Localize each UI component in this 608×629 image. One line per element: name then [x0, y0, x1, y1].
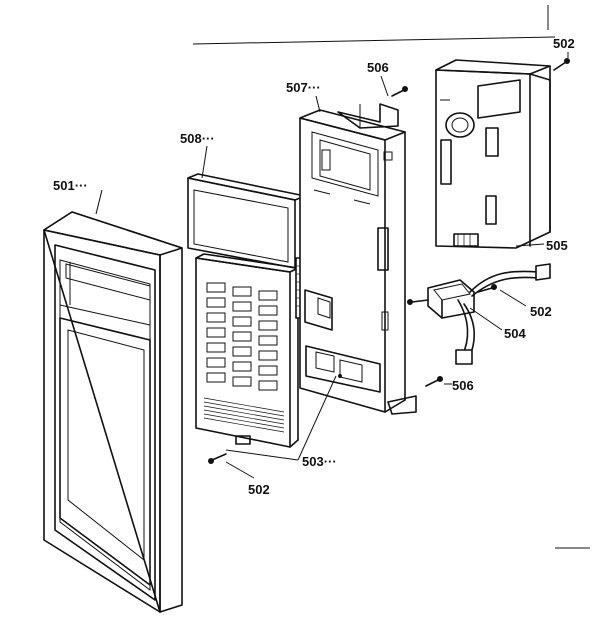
label-503: 503··· — [302, 454, 337, 469]
part-labels: 501··· 502 502 502 503··· 504 505 506 50… — [53, 36, 575, 497]
label-507: 507··· — [286, 80, 321, 95]
control-bracket-507 — [299, 103, 417, 415]
screw-502-mid — [477, 284, 497, 293]
leader-lines — [95, 52, 569, 479]
circuit-board-505 — [435, 59, 551, 249]
label-502-bot: 502 — [248, 482, 270, 497]
screw-left-of-504 — [407, 299, 413, 305]
control-panel-503 — [195, 253, 309, 448]
screw-506-bot — [425, 376, 443, 387]
label-502-top: 502 — [553, 36, 575, 51]
frame-marks — [192, 5, 590, 549]
screw-506-top — [391, 86, 408, 97]
label-508: 508··· — [180, 131, 215, 146]
label-506-bot: 506 — [452, 378, 474, 393]
screw-502-bot — [208, 453, 227, 464]
door-frame-501 — [43, 211, 183, 613]
label-502-mid: 502 — [530, 304, 552, 319]
label-501: 501··· — [53, 178, 88, 193]
vent-slots — [203, 397, 285, 433]
screw-502-top — [553, 58, 570, 71]
label-505: 505 — [546, 238, 568, 253]
label-504: 504 — [504, 326, 526, 341]
keypad-buttons — [206, 282, 278, 391]
label-506-top: 506 — [367, 60, 389, 75]
